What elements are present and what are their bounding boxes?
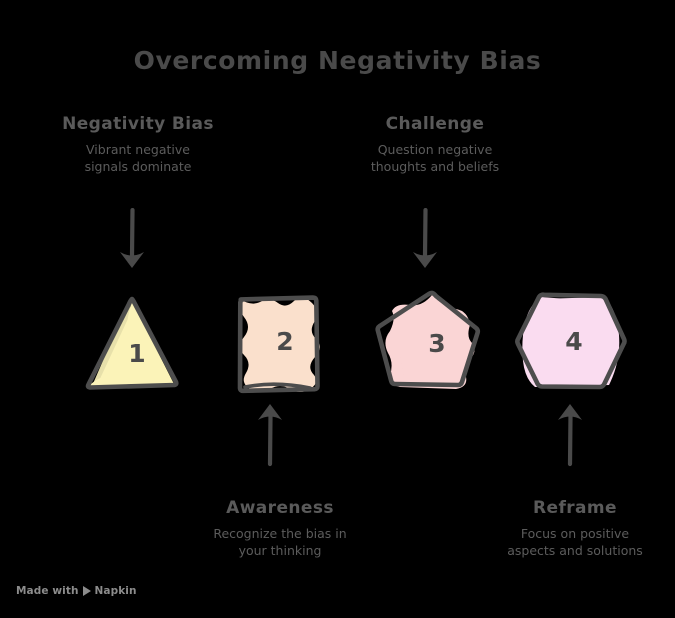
- step-description-1: Vibrant negative signals dominate: [18, 142, 258, 176]
- step-label-group-4: Reframe Focus on positive aspects and so…: [455, 498, 675, 560]
- hexagon-fill-sketch: [522, 297, 620, 387]
- step-label-group-3: Challenge Question negative thoughts and…: [315, 114, 555, 176]
- step-number-3: 3: [428, 329, 446, 358]
- pentagon-fill-sketch: [385, 295, 475, 389]
- step-heading-2: Awareness: [226, 498, 334, 518]
- step-description-1-line2: signals dominate: [84, 159, 192, 175]
- step-description-4: Focus on positive aspects and solutions: [455, 526, 675, 560]
- step-heading-4: Reframe: [533, 498, 617, 518]
- step-description-4-line2: aspects and solutions: [507, 543, 643, 559]
- step-description-3-line2: thoughts and beliefs: [370, 159, 500, 175]
- page-title: Overcoming Negativity Bias: [133, 46, 542, 75]
- step-description-1-line1: Vibrant negative: [86, 142, 190, 158]
- arrow-down-step-3: [405, 207, 445, 282]
- arrow-up-step-4: [550, 398, 590, 472]
- arrow-down-step-1: [112, 207, 152, 282]
- napkin-watermark[interactable]: Made with Napkin: [16, 585, 137, 597]
- step-description-2-line2: your thinking: [238, 543, 322, 559]
- watermark-brand: Napkin: [94, 585, 137, 597]
- step-shape-square[interactable]: 2: [220, 283, 350, 408]
- step-description-3: Question negative thoughts and beliefs: [315, 142, 555, 176]
- square-outline: [237, 295, 320, 394]
- step-heading-3: Challenge: [385, 114, 485, 134]
- step-label-group-2: Awareness Recognize the bias in your thi…: [160, 498, 400, 560]
- play-triangle-icon: [82, 586, 91, 596]
- pentagon-outline: [375, 290, 481, 388]
- step-shape-triangle[interactable]: 1: [70, 283, 200, 408]
- step-heading-1: Negativity Bias: [62, 114, 214, 134]
- triangle-fill-sketch: [88, 301, 174, 387]
- square-fill-sketch: [238, 297, 320, 392]
- watermark-prefix: Made with: [16, 585, 79, 597]
- step-number-2: 2: [276, 327, 294, 356]
- step-shape-pentagon[interactable]: 3: [370, 281, 500, 406]
- step-shape-hexagon[interactable]: 4: [505, 283, 635, 408]
- triangle-outline: [85, 296, 179, 390]
- arrow-up-step-2: [250, 398, 290, 472]
- step-number-1: 1: [128, 339, 146, 368]
- step-description-4-line1: Focus on positive: [520, 526, 630, 542]
- step-description-2-line1: Recognize the bias in: [213, 526, 347, 542]
- step-description-2: Recognize the bias in your thinking: [160, 526, 400, 560]
- step-number-4: 4: [565, 327, 583, 356]
- hexagon-outline: [515, 292, 627, 390]
- step-label-group-1: Negativity Bias Vibrant negative signals…: [18, 114, 258, 176]
- step-description-3-line1: Question negative: [377, 142, 493, 158]
